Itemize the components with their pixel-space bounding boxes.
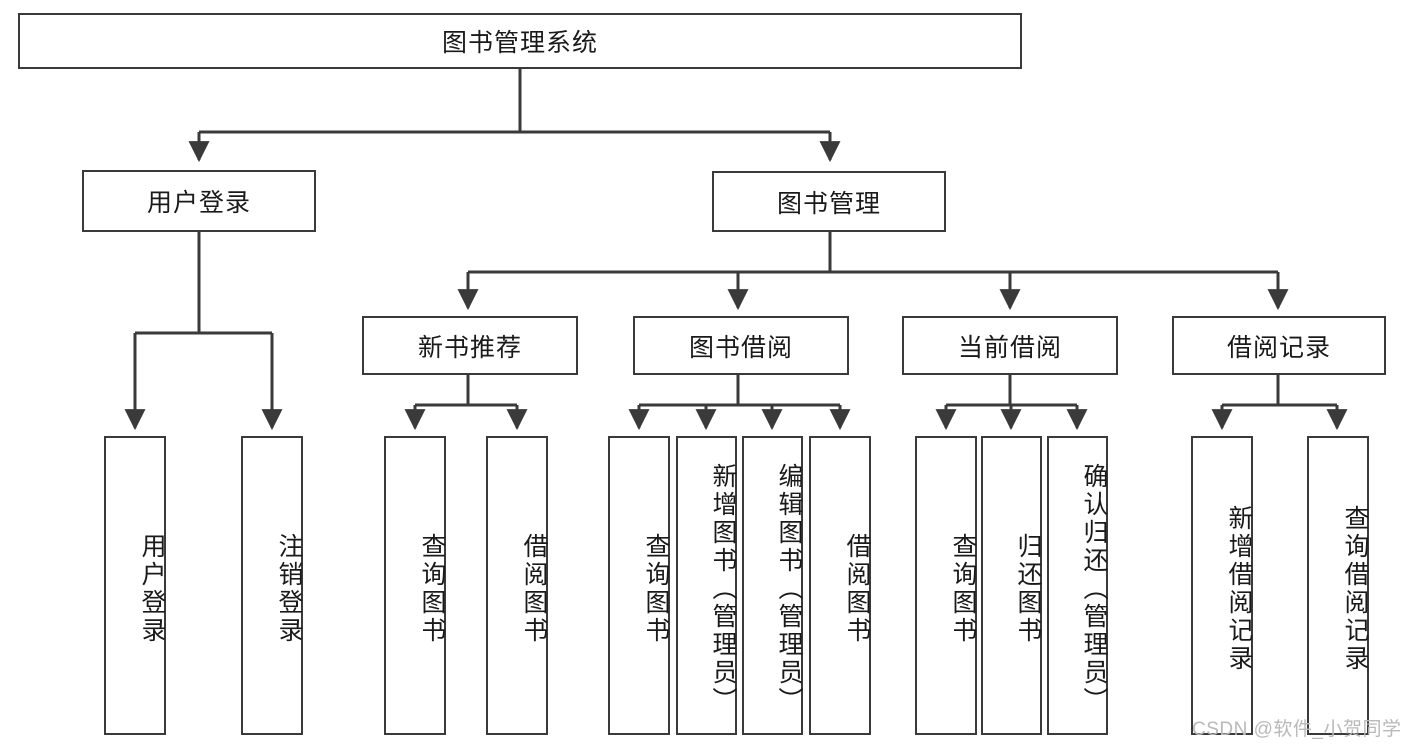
node-label: 新增图书（管理员）: [709, 462, 737, 715]
node-label: 归还图书: [1014, 532, 1042, 645]
node-leaf-borrow-books-recommend[interactable]: 借阅图书: [486, 436, 548, 735]
node-label: 图书管理系统: [441, 29, 598, 57]
node-root-book-management-system[interactable]: 图书管理系统: [18, 13, 1022, 69]
node-label: 新增借阅记录: [1225, 504, 1253, 673]
node-leaf-query-books-borrow[interactable]: 查询图书: [608, 436, 670, 735]
node-label: 借阅图书: [843, 532, 871, 645]
node-label: 图书管理: [776, 189, 881, 218]
node-book-borrowing[interactable]: 图书借阅: [633, 316, 849, 375]
csdn-watermark: CSDN @软件_小贺同学: [1192, 719, 1402, 740]
node-leaf-add-borrow-record[interactable]: 新增借阅记录: [1191, 436, 1253, 735]
node-label: 借阅图书: [520, 532, 548, 645]
node-leaf-user-login[interactable]: 用户登录: [104, 436, 166, 735]
node-leaf-edit-book-admin[interactable]: 编辑图书（管理员）: [742, 436, 803, 735]
node-label: 当前借阅: [957, 333, 1062, 362]
node-label: 新书推荐: [417, 333, 522, 362]
node-leaf-query-borrow-record[interactable]: 查询借阅记录: [1307, 436, 1369, 735]
node-label: 查询图书: [418, 532, 446, 645]
node-label: 查询图书: [949, 532, 977, 645]
node-label: 查询借阅记录: [1341, 504, 1369, 673]
node-label: 查询图书: [642, 532, 670, 645]
node-user-login-module[interactable]: 用户登录: [82, 170, 316, 232]
node-current-borrowing[interactable]: 当前借阅: [902, 316, 1118, 375]
node-label: 用户登录: [138, 532, 166, 645]
node-new-book-recommendation[interactable]: 新书推荐: [362, 316, 578, 375]
node-leaf-confirm-return-admin[interactable]: 确认归还（管理员）: [1047, 436, 1108, 735]
node-leaf-query-books-current[interactable]: 查询图书: [915, 436, 977, 735]
node-borrow-records[interactable]: 借阅记录: [1172, 316, 1386, 375]
node-leaf-add-book-admin[interactable]: 新增图书（管理员）: [676, 436, 737, 735]
node-label: 确认归还（管理员）: [1080, 462, 1108, 715]
node-leaf-query-books-recommend[interactable]: 查询图书: [384, 436, 446, 735]
node-label: 编辑图书（管理员）: [775, 462, 803, 715]
node-label: 借阅记录: [1226, 333, 1331, 362]
node-book-management-module[interactable]: 图书管理: [712, 171, 946, 232]
node-leaf-borrow-books[interactable]: 借阅图书: [809, 436, 871, 735]
node-leaf-logout[interactable]: 注销登录: [241, 436, 303, 735]
node-label: 图书借阅: [688, 333, 793, 362]
node-label: 注销登录: [275, 532, 303, 645]
node-leaf-return-books[interactable]: 归还图书: [981, 436, 1042, 735]
node-label: 用户登录: [146, 189, 251, 217]
